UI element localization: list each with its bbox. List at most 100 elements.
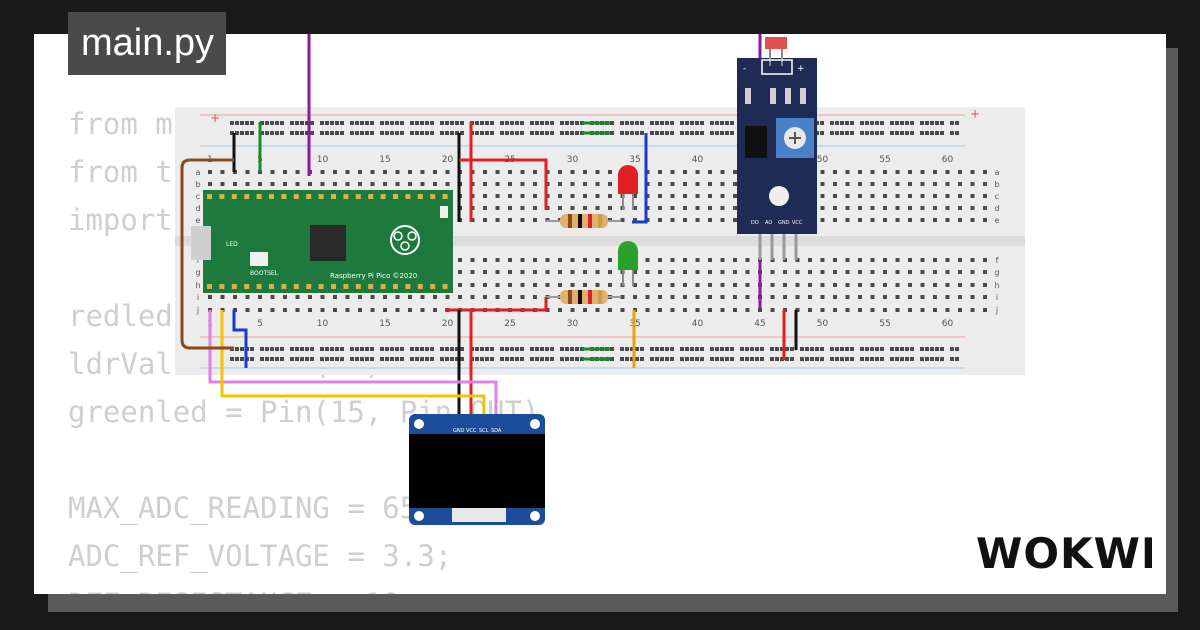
rail-hole <box>575 121 579 125</box>
breadboard-hole <box>520 295 525 299</box>
column-number: 20 <box>442 319 454 329</box>
rail-hole <box>680 131 684 135</box>
breadboard-hole <box>583 270 587 274</box>
rail-hole <box>300 131 304 135</box>
rail-hole <box>265 121 269 125</box>
rail-hole <box>370 347 374 351</box>
rail-hole <box>420 131 424 135</box>
rail-hole <box>625 347 629 351</box>
oled-display[interactable]: GND VCC SCL SDA <box>409 414 545 525</box>
breadboard-hole <box>670 170 675 174</box>
breadboard-hole <box>483 258 487 262</box>
rail-hole <box>500 131 504 135</box>
rail-hole <box>950 357 954 361</box>
oled-pin-scl: SCL <box>479 428 489 434</box>
rail-hole <box>860 131 864 135</box>
rail-hole <box>250 357 254 361</box>
rail-hole <box>450 357 454 361</box>
breadboard-hole <box>658 182 662 186</box>
raspberry-pi-pico[interactable]: BOOTSEL LED Raspberry Pi Pico ©2020 <box>191 190 453 293</box>
breadboard-hole <box>958 182 962 186</box>
rail-hole <box>545 357 549 361</box>
rail-hole <box>415 121 419 125</box>
rail-hole <box>755 357 759 361</box>
rail-hole <box>635 357 639 361</box>
rail-hole <box>655 131 659 135</box>
rail-hole <box>845 357 849 361</box>
breadboard-hole <box>283 308 287 312</box>
rail-hole <box>230 121 234 125</box>
breadboard-hole <box>658 308 662 312</box>
pico-pin <box>405 284 411 289</box>
breadboard-hole <box>445 295 450 299</box>
breadboard-hole <box>283 182 287 186</box>
breadboard-hole <box>420 170 425 174</box>
breadboard-hole <box>245 308 250 312</box>
breadboard-hole <box>408 182 412 186</box>
rail-hole <box>515 357 519 361</box>
breadboard-hole <box>920 283 925 287</box>
resistor-bottom[interactable] <box>545 290 620 304</box>
rail-hole <box>955 131 959 135</box>
rail-hole <box>440 347 444 351</box>
rail-hole <box>235 121 239 125</box>
rail-hole <box>560 357 564 361</box>
rail-hole <box>755 347 759 351</box>
column-number: 20 <box>442 155 454 165</box>
rail-hole <box>610 347 614 351</box>
rail-hole <box>890 347 894 351</box>
breadboard-hole <box>970 218 975 222</box>
green-led[interactable] <box>618 241 638 286</box>
rail-hole <box>925 347 929 351</box>
rail-hole <box>665 357 669 361</box>
breadboard-hole <box>883 206 887 210</box>
breadboard-hole <box>608 206 612 210</box>
resistor-top[interactable] <box>545 214 620 228</box>
red-led[interactable] <box>618 165 638 210</box>
breadboard-hole <box>370 295 375 299</box>
rail-hole <box>535 357 539 361</box>
rail-hole <box>745 357 749 361</box>
breadboard-hole <box>695 308 700 312</box>
breadboard-hole <box>270 295 275 299</box>
breadboard-hole <box>595 258 600 262</box>
rail-hole <box>620 357 624 361</box>
breadboard-hole <box>658 283 662 287</box>
ldr-sensor-module[interactable]: - + DO AO GND VCC <box>737 37 817 260</box>
rail-hole <box>840 357 844 361</box>
breadboard-hole <box>770 270 775 274</box>
rail-hole <box>230 131 234 135</box>
breadboard-hole <box>820 295 825 299</box>
breadboard-hole <box>283 170 287 174</box>
rail-hole <box>400 131 404 135</box>
rail-hole <box>475 131 479 135</box>
rail-hole <box>270 357 274 361</box>
pico-pin <box>331 284 336 289</box>
breadboard-hole <box>695 206 700 210</box>
ldr-pin-vcc: VCC <box>792 220 803 226</box>
rail-hole <box>805 347 809 351</box>
column-number: 10 <box>317 155 329 165</box>
rail-hole <box>850 347 854 351</box>
rail-hole <box>360 131 364 135</box>
bootsel-button[interactable] <box>250 252 268 266</box>
breadboard-hole <box>633 283 637 287</box>
pico-pin <box>244 284 250 289</box>
breadboard-hole <box>570 270 575 274</box>
rail-hole <box>940 121 944 125</box>
breadboard-hole <box>895 182 900 186</box>
rail-hole <box>265 357 269 361</box>
rail-hole <box>340 121 344 125</box>
breadboard-hole <box>558 258 562 262</box>
breadboard-hole <box>958 218 962 222</box>
rail-hole <box>570 347 574 351</box>
breadboard-hole <box>670 295 675 299</box>
breadboard-hole <box>595 206 600 210</box>
rail-hole <box>430 131 434 135</box>
rail-hole <box>790 347 794 351</box>
breadboard-hole <box>458 258 462 262</box>
breadboard-hole <box>645 283 650 287</box>
rail-hole <box>775 347 779 351</box>
